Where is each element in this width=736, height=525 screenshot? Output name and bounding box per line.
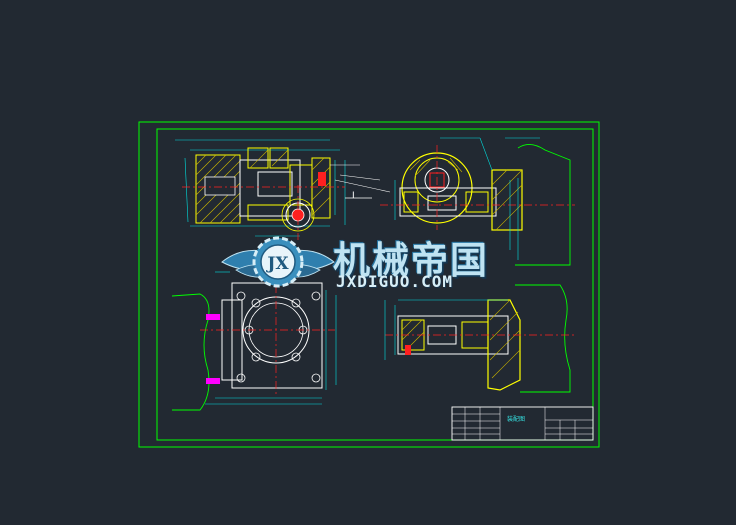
bottom-right-section-view	[384, 284, 575, 393]
top-left-section-view	[175, 139, 391, 240]
title-block	[451, 406, 594, 441]
bottom-left-side-view	[171, 271, 337, 411]
watermark-domain-text: JXDIGUO.COM	[336, 272, 453, 291]
top-right-front-view	[380, 137, 575, 266]
watermark-chinese-text: 机械帝国	[333, 239, 489, 282]
title-block-name: 装配图	[507, 416, 526, 423]
section-label: I	[352, 191, 355, 201]
inner-drawing-frame	[156, 128, 594, 441]
gear-wing-logo-icon: JX	[221, 236, 335, 288]
outer-drawing-frame	[138, 121, 600, 448]
logo-letters: JX	[265, 254, 289, 274]
